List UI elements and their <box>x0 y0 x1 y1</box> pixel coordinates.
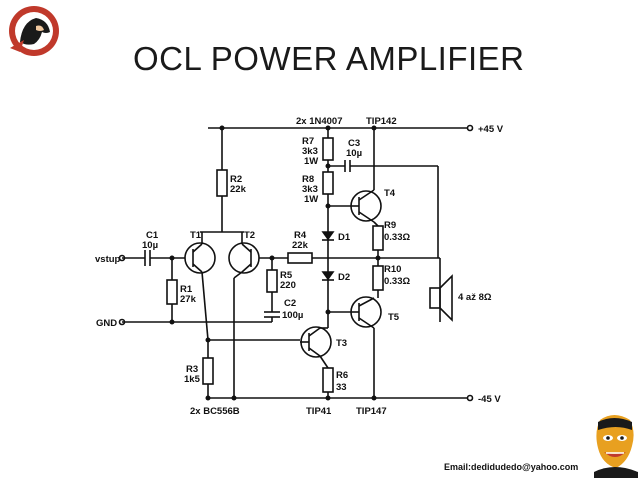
label-r8-watt: 1W <box>304 194 318 205</box>
label-r2: R2 <box>230 174 242 185</box>
label-r7: R7 <box>302 136 314 147</box>
label-r5: R5 <box>280 270 293 281</box>
label-gnd: GND <box>96 318 117 329</box>
label-d2: D2 <box>338 272 350 283</box>
label-c1: C1 <box>146 230 159 241</box>
label-t2: T2 <box>244 230 255 241</box>
avatar <box>594 415 638 478</box>
label-r3: R3 <box>186 364 198 375</box>
label-r1: R1 <box>180 284 193 295</box>
label-c2: C2 <box>284 298 296 309</box>
label-c1-value: 10µ <box>142 240 158 251</box>
label-r7-watt: 1W <box>304 156 318 167</box>
label-tip147: TIP147 <box>356 406 387 417</box>
logo-icon <box>9 6 59 56</box>
label-r7-value: 3k3 <box>302 146 318 157</box>
label-r3-value: 1k5 <box>184 374 201 385</box>
label-t4: T4 <box>384 188 396 199</box>
label-c2-value: 100µ <box>282 310 303 321</box>
label-vminus: -45 V <box>478 394 501 405</box>
label-r9-value: 0.33Ω <box>384 232 410 243</box>
label-r1-value: 27k <box>180 294 197 305</box>
label-t3: T3 <box>336 338 347 349</box>
label-r4: R4 <box>294 230 307 241</box>
label-r6: R6 <box>336 370 348 381</box>
label-r2-value: 22k <box>230 184 247 195</box>
label-r6-value: 33 <box>336 382 347 393</box>
label-bc556b: 2x BC556B <box>190 406 240 417</box>
label-r9: R9 <box>384 220 396 231</box>
label-r10-value: 0.33Ω <box>384 276 410 287</box>
label-vplus: +45 V <box>478 124 504 135</box>
label-d1: D1 <box>338 232 351 243</box>
author-email: Email:dedidudedo@yahoo.com <box>444 462 579 472</box>
label-c3-value: 10µ <box>346 148 362 159</box>
label-t5: T5 <box>388 312 400 323</box>
slide-title: OCL POWER AMPLIFIER <box>133 40 525 77</box>
label-r10: R10 <box>384 264 401 275</box>
label-tip41: TIP41 <box>306 406 332 417</box>
label-c3: C3 <box>348 138 360 149</box>
label-r8-value: 3k3 <box>302 184 318 195</box>
label-input: vstup <box>95 254 121 265</box>
label-r8: R8 <box>302 174 314 185</box>
label-tip142: TIP142 <box>366 116 397 127</box>
label-r4-value: 22k <box>292 240 309 251</box>
label-t1: T1 <box>190 230 202 241</box>
label-diodes: 2x 1N4007 <box>296 116 342 127</box>
label-speaker: 4 až 8Ω <box>458 292 492 303</box>
label-r5-value: 220 <box>280 280 296 291</box>
